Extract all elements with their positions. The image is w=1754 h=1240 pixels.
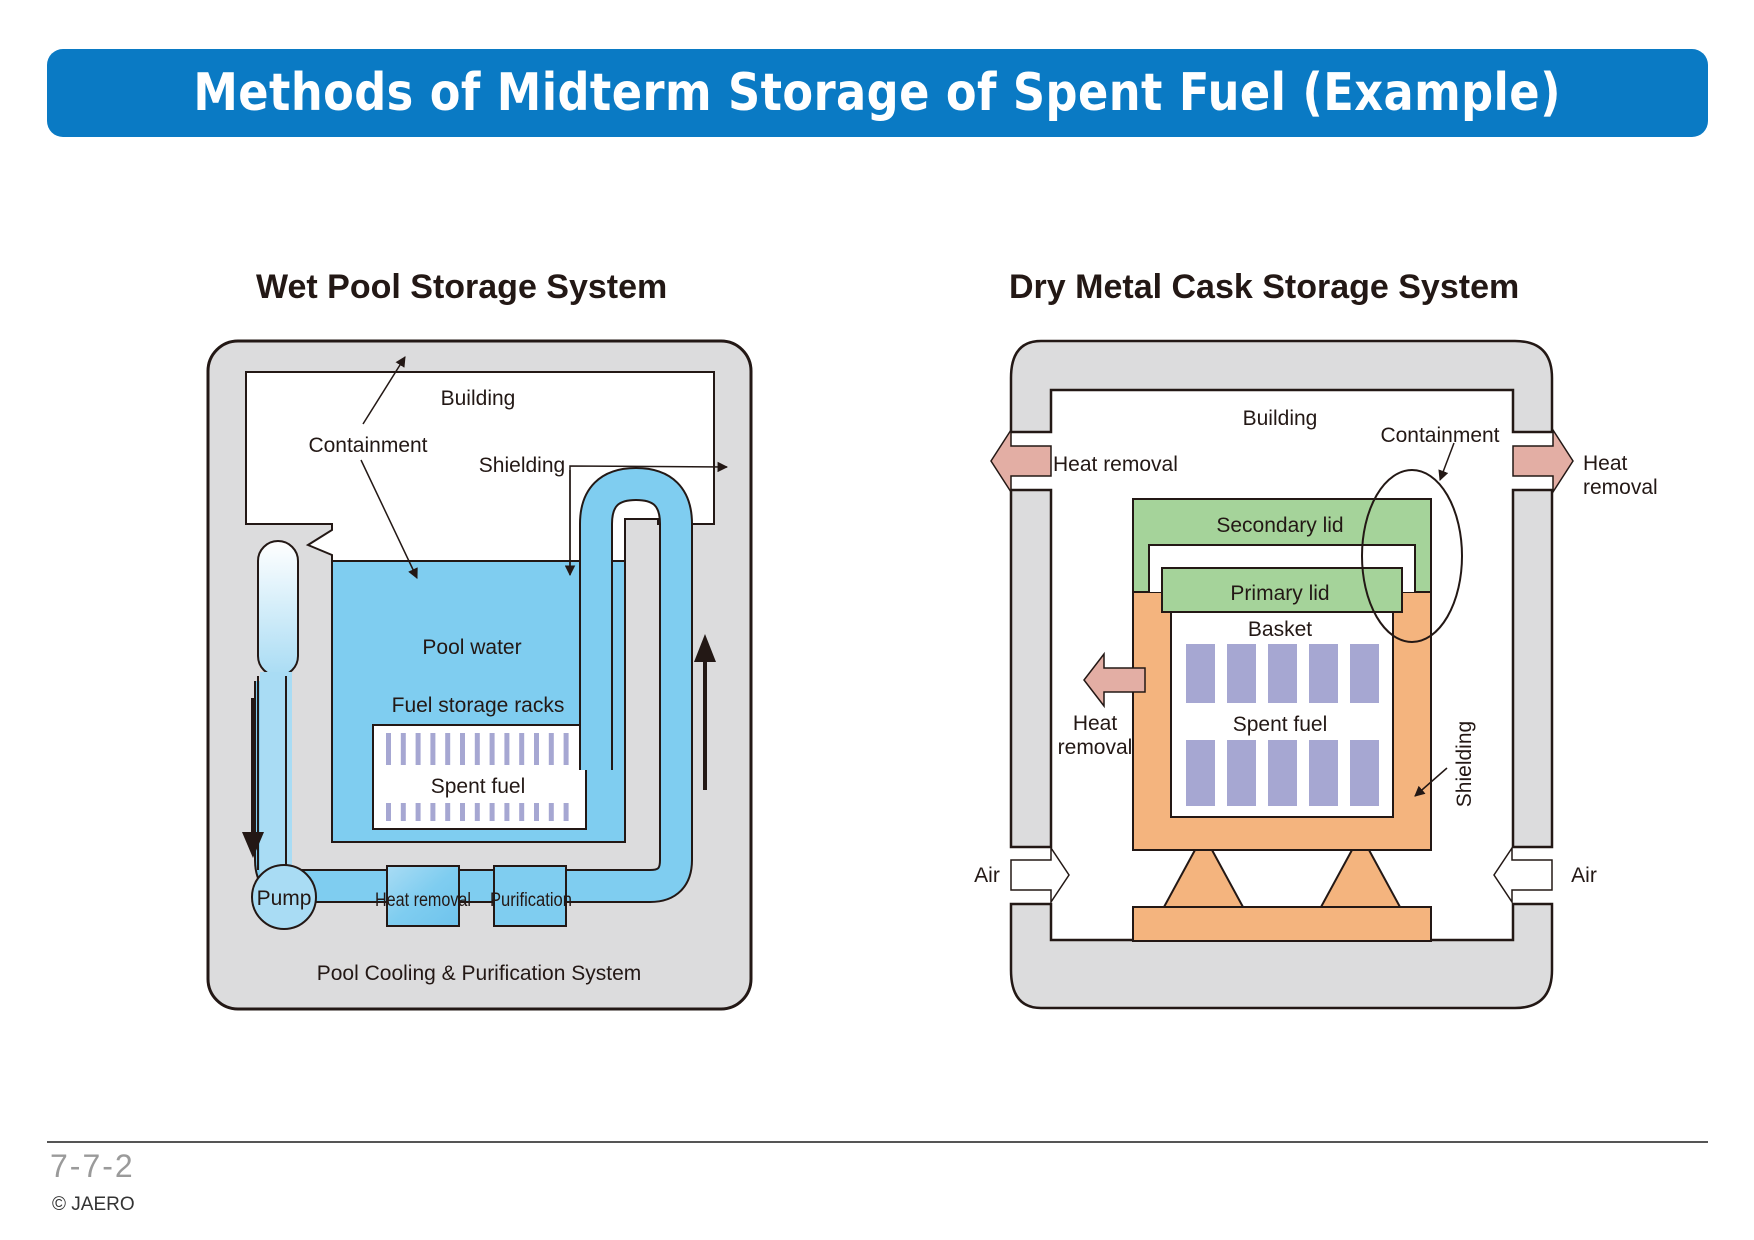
dry-shielding-label: Shielding <box>1453 721 1476 807</box>
dry-heat-removal-inner-label-1: Heat <box>1073 712 1118 735</box>
fuel-rod <box>548 733 554 765</box>
cooling-system-label: Pool Cooling & Purification System <box>317 962 642 985</box>
air-right-label: Air <box>1571 864 1597 887</box>
fuel-rod <box>534 803 539 821</box>
fuel-rod <box>445 733 451 765</box>
dry-top-wall <box>1009 339 1554 434</box>
heat-arrow-inner <box>1083 651 1146 709</box>
suction-line <box>260 672 292 882</box>
dry-bottom-wall <box>1009 902 1554 1010</box>
cask-support-right <box>1319 849 1402 908</box>
wet-pool-diagram: Building Containment Shielding Pool wate… <box>206 339 753 1011</box>
pump-label: Pump <box>257 887 312 910</box>
fuel-assembly <box>1268 644 1297 703</box>
wet-fuel-bars <box>386 733 569 821</box>
fuel-rod <box>445 803 451 821</box>
dry-spent-fuel-label: Spent fuel <box>1233 713 1328 736</box>
wet-building-label: Building <box>441 387 516 410</box>
containment-leader <box>1438 442 1455 481</box>
fuel-rod <box>460 803 465 821</box>
title-bar: Methods of Midterm Storage of Spent Fuel… <box>47 49 1708 137</box>
heat-arrow-left <box>990 427 1052 495</box>
fuel-rod <box>430 803 436 821</box>
secondary-lid-label: Secondary lid <box>1216 514 1343 537</box>
containment-leader-2 <box>360 459 418 579</box>
fuel-rod <box>474 733 480 765</box>
fuel-assembly <box>1309 740 1338 806</box>
purification-unit <box>493 865 567 927</box>
fuel-rod <box>400 733 406 765</box>
purification-label: Purification <box>490 890 572 911</box>
primary-lid-label: Primary lid <box>1230 582 1329 605</box>
wet-spent-fuel-label: Spent fuel <box>431 775 526 798</box>
fuel-rod <box>415 803 421 821</box>
fuel-assembly <box>1350 644 1379 703</box>
page-number: 7-7-2 <box>50 1148 135 1184</box>
heat-arrow-right <box>1512 427 1574 495</box>
wet-pool-title: Wet Pool Storage System <box>256 268 668 306</box>
cask-support-left <box>1162 849 1245 908</box>
fuel-rod <box>386 803 391 821</box>
dry-building-label: Building <box>1243 407 1318 430</box>
fuel-rod <box>474 803 480 821</box>
wet-shielding-label: Shielding <box>479 454 565 477</box>
dry-heat-removal-right-label-2: removal <box>1583 476 1658 499</box>
basket-label: Basket <box>1248 618 1312 641</box>
fuel-rod <box>489 803 495 821</box>
dry-right-column <box>1511 488 1554 849</box>
air-arrow-left <box>1010 845 1070 905</box>
dry-heat-removal-right-label-1: Heat <box>1583 452 1628 475</box>
dry-left-column <box>1009 488 1053 849</box>
dry-heat-removal-left-label: Heat removal <box>1053 453 1178 476</box>
air-arrow-right <box>1493 845 1553 905</box>
fuel-rod <box>460 733 465 765</box>
fuel-rod <box>534 733 539 765</box>
fuel-assembly <box>1227 740 1256 806</box>
fuel-rod <box>504 733 510 765</box>
shielding-leader-dry <box>1414 767 1448 797</box>
fuel-rod <box>489 733 495 765</box>
fuel-rod <box>504 803 510 821</box>
fuel-rod <box>386 733 391 765</box>
wet-containment-label: Containment <box>308 434 427 457</box>
dry-cask-title: Dry Metal Cask Storage System <box>1009 268 1520 306</box>
fuel-assembly <box>1186 740 1215 806</box>
air-left-label: Air <box>974 864 1000 887</box>
page-title: Methods of Midterm Storage of Spent Fuel… <box>193 63 1562 123</box>
fuel-racks-label: Fuel storage racks <box>392 694 565 717</box>
containment-leader-1 <box>362 356 406 425</box>
cask-base <box>1132 906 1432 942</box>
dry-fuel-cells <box>1186 644 1379 806</box>
fuel-rod <box>563 733 569 765</box>
fuel-rod <box>430 733 436 765</box>
fuel-assembly <box>1186 644 1215 703</box>
fuel-rod <box>415 733 421 765</box>
primary-lid <box>1161 567 1403 613</box>
fuel-assembly <box>1227 644 1256 703</box>
footer-divider <box>47 1141 1708 1143</box>
fuel-rod <box>548 803 554 821</box>
dry-containment-label: Containment <box>1380 424 1499 447</box>
fuel-rod <box>519 733 525 765</box>
fuel-rod <box>563 803 569 821</box>
fuel-assembly <box>1309 644 1338 703</box>
suction-pipe <box>257 540 299 677</box>
heat-removal-unit <box>386 865 460 927</box>
fuel-rod <box>519 803 525 821</box>
fuel-rod <box>400 803 406 821</box>
pump <box>251 864 317 930</box>
copyright: © JAERO <box>52 1194 135 1215</box>
containment-ellipse <box>1361 469 1463 643</box>
dry-cask-diagram: Building Containment Heat removal Heat r… <box>974 339 1658 1010</box>
fuel-assembly <box>1268 740 1297 806</box>
pool-water-label: Pool water <box>422 636 521 659</box>
dry-heat-removal-inner-label-2: removal <box>1058 736 1133 759</box>
fuel-assembly <box>1350 740 1379 806</box>
heat-removal-label: Heat removal <box>375 890 471 911</box>
